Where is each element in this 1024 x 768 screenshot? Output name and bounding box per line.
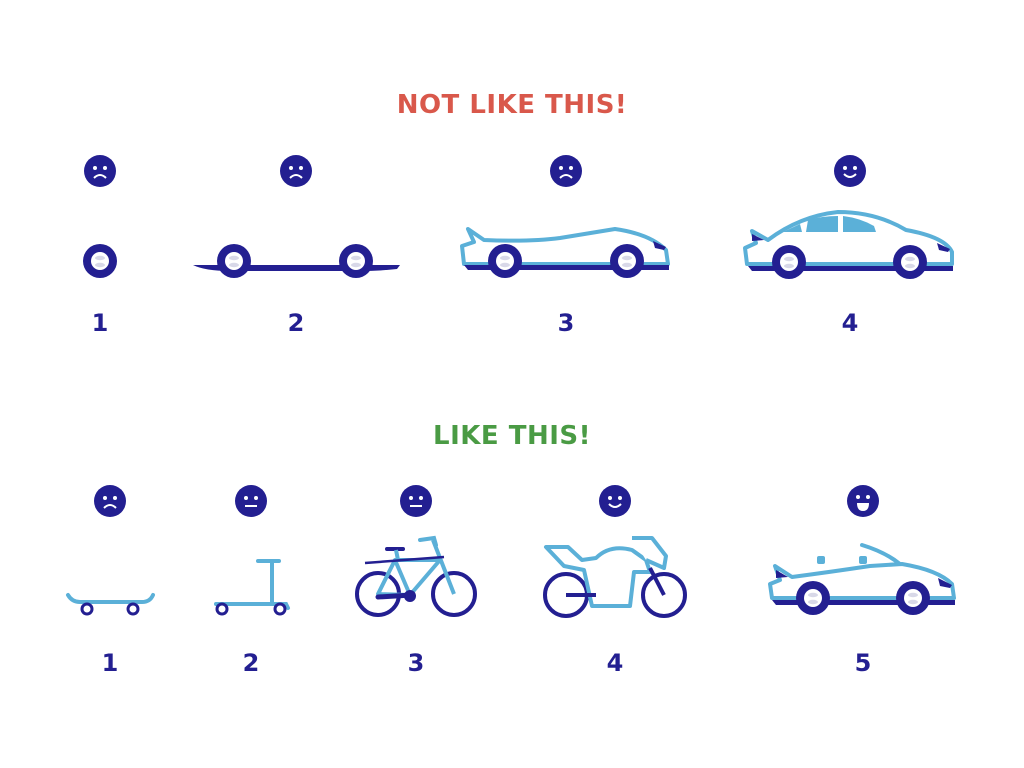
step-number: 4 bbox=[842, 309, 859, 337]
motorcycle-icon bbox=[543, 536, 687, 618]
skateboard-icon bbox=[66, 593, 155, 616]
very-happy-face-icon bbox=[847, 485, 879, 517]
good-step-3: 3 bbox=[355, 485, 477, 677]
step-number: 2 bbox=[243, 649, 260, 677]
sad-face-icon bbox=[84, 155, 116, 187]
good-step-4: 4 bbox=[543, 485, 687, 677]
neutral-face-icon bbox=[235, 485, 267, 517]
step-number: 5 bbox=[855, 649, 872, 677]
bad-step-1: 1 bbox=[83, 155, 117, 337]
step-number: 1 bbox=[92, 309, 109, 337]
scooter-icon bbox=[214, 559, 290, 616]
sad-face-icon bbox=[280, 155, 312, 187]
car-body-icon bbox=[460, 227, 670, 278]
like-this-title: LIKE THIS! bbox=[433, 421, 591, 451]
not-like-this-title: NOT LIKE THIS! bbox=[396, 90, 628, 120]
bad-step-4: 4 bbox=[743, 155, 954, 337]
step-number: 1 bbox=[102, 649, 119, 677]
step-number: 2 bbox=[288, 309, 305, 337]
chassis-icon bbox=[193, 244, 400, 278]
bad-step-3: 3 bbox=[460, 155, 670, 337]
convertible-icon bbox=[768, 543, 956, 615]
neutral-face-icon bbox=[400, 485, 432, 517]
good-step-1: 1 bbox=[66, 485, 155, 677]
sad-face-icon bbox=[550, 155, 582, 187]
wheel-icon bbox=[83, 244, 117, 278]
good-step-5: 5 bbox=[768, 485, 956, 677]
bicycle-icon bbox=[355, 535, 477, 617]
bad-step-2: 2 bbox=[193, 155, 400, 337]
sad-face-icon bbox=[94, 485, 126, 517]
step-number: 3 bbox=[408, 649, 425, 677]
happy-face-icon bbox=[834, 155, 866, 187]
step-number: 4 bbox=[607, 649, 624, 677]
car-icon bbox=[743, 210, 954, 279]
step-number: 3 bbox=[558, 309, 575, 337]
good-step-2: 2 bbox=[214, 485, 290, 677]
happy-face-icon bbox=[599, 485, 631, 517]
